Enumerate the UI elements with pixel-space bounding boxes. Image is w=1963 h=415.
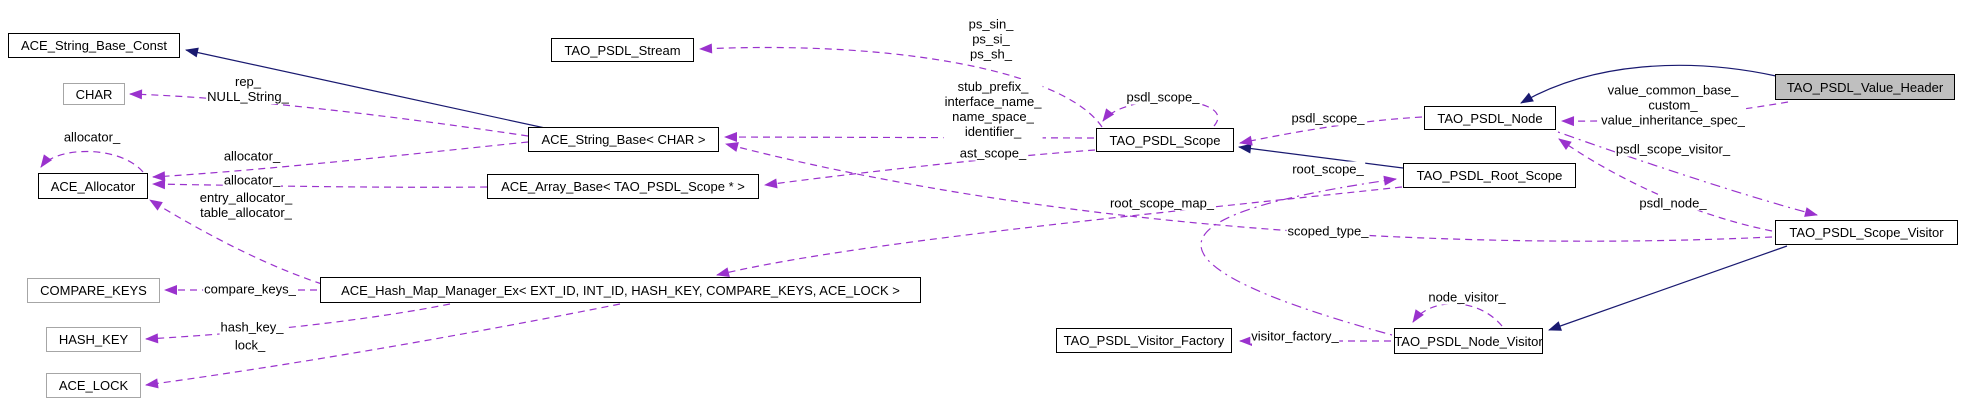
edge-label-ast-scope: ast_scope_	[958, 145, 1028, 161]
edge-hash-key	[145, 303, 451, 344]
class-node-ace-allocator[interactable]: ACE_Allocator	[38, 173, 148, 199]
edge-scoped-type	[725, 142, 1773, 242]
class-node-tao-psdl-root-scope[interactable]: TAO_PSDL_Root_Scope	[1403, 163, 1576, 188]
edge-label-root-scope: root_scope_	[1291, 161, 1365, 177]
edge-inherit-stringbase-const	[185, 47, 546, 129]
edge-allocator-stringbase	[152, 141, 529, 182]
class-node-hash-key: HASH_KEY	[46, 327, 141, 352]
class-node-tao-psdl-node[interactable]: TAO_PSDL_Node	[1424, 106, 1556, 130]
edge-allocator-self	[40, 150, 144, 173]
class-node-char: CHAR	[63, 83, 125, 105]
edge-label-root-scope-map: root_scope_map_	[1108, 195, 1216, 211]
class-node-tao-psdl-node-visitor[interactable]: TAO_PSDL_Node_Visitor	[1394, 328, 1543, 354]
class-node-tao-psdl-stream[interactable]: TAO_PSDL_Stream	[551, 38, 694, 62]
edge-ast-scope	[764, 149, 1096, 189]
edge-inherit-scopevisitor-nodevisitor	[1548, 245, 1788, 331]
edge-label-node-visitor-self: node_visitor_	[1427, 289, 1507, 305]
edge-label-allocator-arraybase: allocator_	[222, 172, 282, 188]
class-node-compare-keys: COMPARE_KEYS	[27, 278, 160, 303]
edge-psdl-scope-self	[1102, 99, 1219, 127]
class-node-tao-psdl-scope[interactable]: TAO_PSDL_Scope	[1096, 128, 1234, 152]
edge-node-visitor-self	[1412, 303, 1503, 327]
edge-entry-table-allocator	[149, 199, 323, 285]
class-node-ace-hash-map-manager-ex[interactable]: ACE_Hash_Map_Manager_Ex< EXT_ID, INT_ID,…	[320, 277, 921, 303]
edge-label-value-common-base: value_common_base_ custom_ value_inherit…	[1600, 82, 1746, 128]
class-node-tao-psdl-scope-visitor[interactable]: TAO_PSDL_Scope_Visitor	[1775, 220, 1958, 245]
edge-lock	[145, 303, 621, 389]
edge-inherit-rootscope-scope	[1238, 143, 1404, 169]
edge-label-compare-keys: compare_keys_	[203, 281, 297, 297]
edge-allocator-arraybase	[152, 179, 488, 190]
edge-label-psdl-scope-visitor: psdl_scope_visitor_	[1614, 141, 1732, 157]
edge-label-entry-table-allocator: entry_allocator_ table_allocator_	[198, 190, 294, 220]
edge-psdl-scope-node	[1239, 116, 1423, 146]
edge-label-rep: rep_ NULL_String_	[206, 74, 290, 104]
class-node-ace-lock: ACE_LOCK	[46, 373, 141, 398]
edge-root-scope-map	[716, 186, 1403, 278]
edge-label-ps-stream: ps_sin_ ps_si_ ps_sh_	[967, 16, 1015, 62]
edge-root-scope	[1200, 175, 1397, 336]
class-node-tao-psdl-value-header: TAO_PSDL_Value_Header	[1775, 74, 1955, 100]
edge-label-lock: lock_	[233, 337, 267, 353]
edge-label-visitor-factory: visitor_factory_	[1250, 328, 1340, 344]
edge-label-allocator-stringbase: allocator_	[222, 148, 282, 164]
class-node-ace-string-base-char[interactable]: ACE_String_Base< CHAR >	[528, 127, 719, 152]
edge-psdl-scope-visitor	[1557, 131, 1818, 217]
class-node-tao-psdl-visitor-factory[interactable]: TAO_PSDL_Visitor_Factory	[1056, 328, 1232, 353]
class-node-ace-array-base[interactable]: ACE_Array_Base< TAO_PSDL_Scope * >	[487, 174, 759, 199]
edge-label-allocator-self: allocator_	[62, 129, 122, 145]
edge-inherit-valueheader-node	[1520, 64, 1777, 104]
edge-label-psdl-node: psdl_node_	[1638, 195, 1708, 211]
edge-label-psdl-scope-self: psdl_scope_	[1125, 89, 1201, 105]
edge-label-scoped-type: scoped_type_	[1286, 223, 1370, 239]
class-node-ace-string-base-const[interactable]: ACE_String_Base_Const	[8, 33, 180, 58]
edge-label-hash-key: hash_key_	[219, 319, 285, 335]
edge-ps-stream	[699, 43, 1103, 128]
edge-label-psdl-scope-node: psdl_scope_	[1290, 110, 1366, 126]
edge-psdl-node	[1558, 138, 1773, 232]
edge-label-stub-prefix: stub_prefix_ interface_name_ name_space_…	[943, 79, 1043, 139]
edge-rep	[129, 89, 529, 137]
